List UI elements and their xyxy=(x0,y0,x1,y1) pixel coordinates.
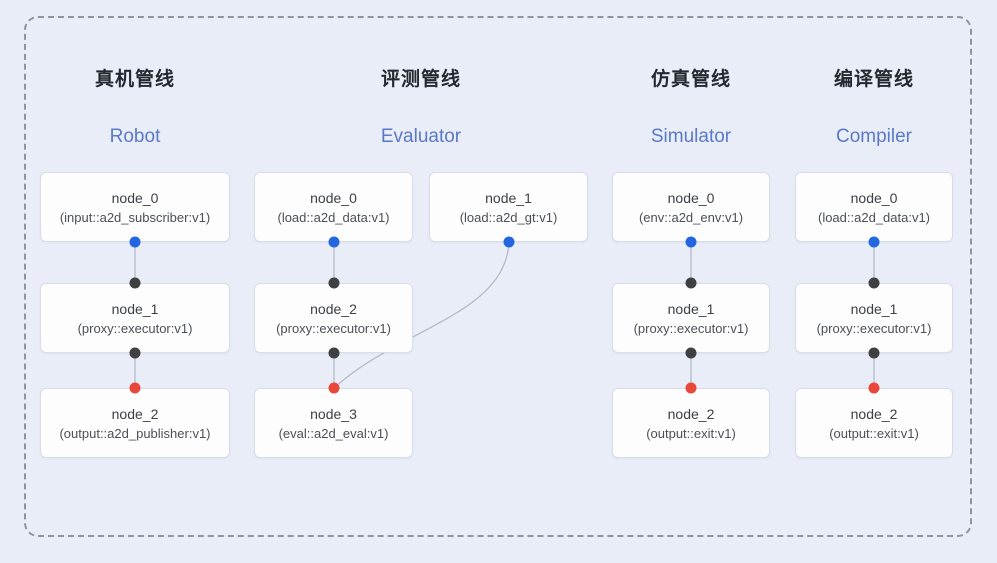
dashed-frame xyxy=(24,16,972,537)
node-type: (eval::a2d_eval:v1) xyxy=(278,425,389,441)
node-name: node_2 xyxy=(850,405,898,422)
node-name: node_2 xyxy=(667,405,715,422)
node-box-compiler-node0: node_0 (load::a2d_data:v1) xyxy=(795,172,953,242)
node-name: node_0 xyxy=(667,189,715,206)
pipeline-title-zh-robot: 真机管线 xyxy=(94,69,176,90)
node-name: node_0 xyxy=(111,189,159,206)
node-box-evaluator-node1: node_1 (load::a2d_gt:v1) xyxy=(429,172,588,242)
pipeline-title-zh-simulator: 仿真管线 xyxy=(650,69,732,90)
node-box-robot-node0: node_0 (input::a2d_subscriber:v1) xyxy=(40,172,230,242)
node-name: node_0 xyxy=(850,189,898,206)
node-box-simulator-node0: node_0 (env::a2d_env:v1) xyxy=(612,172,770,242)
pipeline-title-en-robot: Robot xyxy=(109,126,161,147)
node-type: (output::exit:v1) xyxy=(829,425,919,441)
node-name: node_0 xyxy=(310,189,357,206)
pipeline-title-en-compiler: Compiler xyxy=(835,126,913,147)
node-type: (input::a2d_subscriber:v1) xyxy=(59,209,211,225)
node-box-robot-node1: node_1 (proxy::executor:v1) xyxy=(40,283,230,353)
node-box-evaluator-node3: node_3 (eval::a2d_eval:v1) xyxy=(254,388,413,458)
node-box-robot-node2: node_2 (output::a2d_publisher:v1) xyxy=(40,388,230,458)
pipeline-title-en-simulator: Simulator xyxy=(650,126,732,147)
node-box-evaluator-node0: node_0 (load::a2d_data:v1) xyxy=(254,172,413,242)
node-name: node_1 xyxy=(111,300,159,317)
node-type: (output::a2d_publisher:v1) xyxy=(59,425,211,441)
node-name: node_1 xyxy=(485,189,532,206)
node-type: (proxy::executor:v1) xyxy=(633,320,749,336)
node-type: (load::a2d_data:v1) xyxy=(817,209,931,225)
node-type: (env::a2d_env:v1) xyxy=(638,209,744,225)
node-type: (load::a2d_gt:v1) xyxy=(459,209,558,225)
node-name: node_2 xyxy=(310,300,357,317)
node-box-simulator-node2: node_2 (output::exit:v1) xyxy=(612,388,770,458)
node-type: (output::exit:v1) xyxy=(646,425,736,441)
node-box-compiler-node1: node_1 (proxy::executor:v1) xyxy=(795,283,953,353)
pipeline-title-zh-evaluator: 评测管线 xyxy=(380,69,462,90)
node-box-evaluator-node2: node_2 (proxy::executor:v1) xyxy=(254,283,413,353)
node-type: (proxy::executor:v1) xyxy=(77,320,193,336)
node-name: node_1 xyxy=(667,300,715,317)
node-type: (proxy::executor:v1) xyxy=(276,320,391,336)
node-type: (load::a2d_data:v1) xyxy=(277,209,390,225)
node-box-simulator-node1: node_1 (proxy::executor:v1) xyxy=(612,283,770,353)
node-type: (proxy::executor:v1) xyxy=(816,320,932,336)
node-box-compiler-node2: node_2 (output::exit:v1) xyxy=(795,388,953,458)
pipeline-title-en-evaluator: Evaluator xyxy=(380,126,462,147)
pipeline-title-zh-compiler: 编译管线 xyxy=(833,69,915,90)
node-name: node_3 xyxy=(310,405,357,422)
node-name: node_2 xyxy=(111,405,159,422)
node-name: node_1 xyxy=(850,300,898,317)
